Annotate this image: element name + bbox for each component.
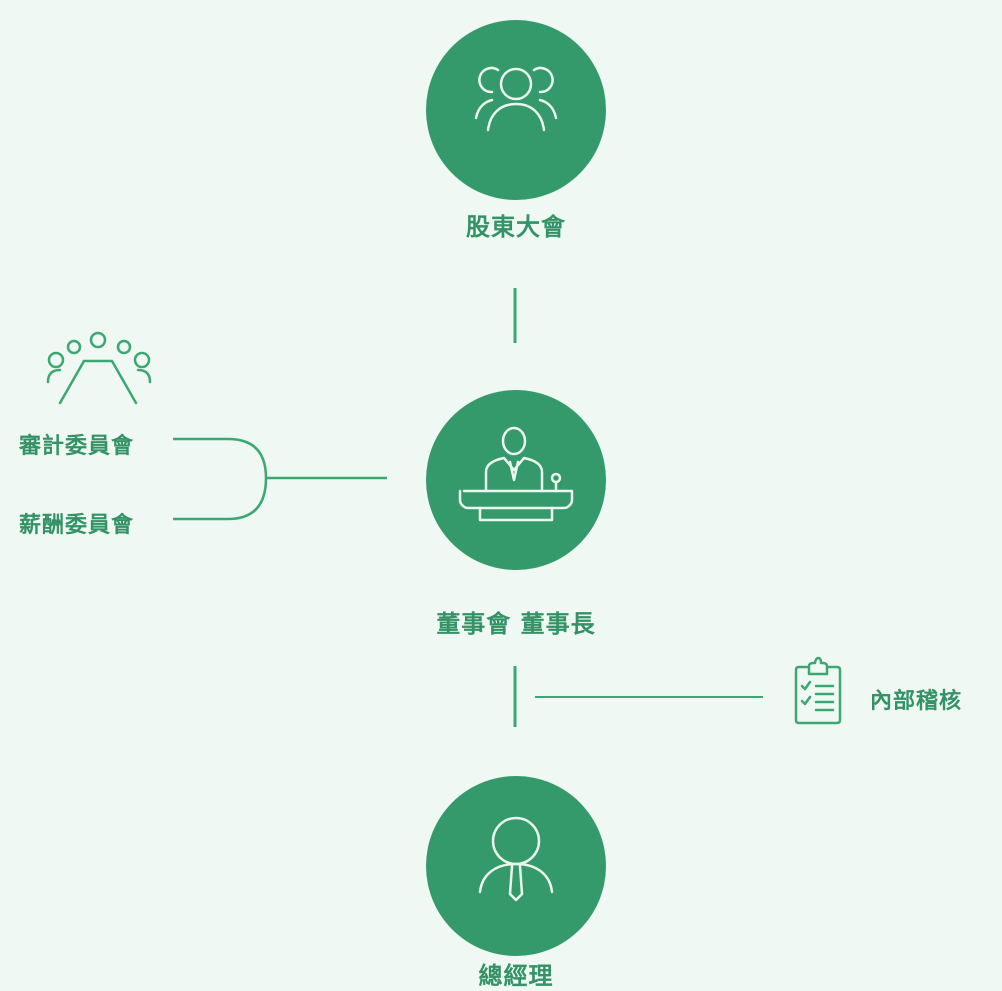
shareholders-node [426, 20, 606, 200]
checklist-clipboard-icon [794, 656, 842, 725]
general-manager-label: 總經理 [478, 962, 554, 990]
connector-committees [173, 437, 387, 521]
group-icon [474, 66, 558, 132]
person-tie-icon [478, 816, 554, 902]
audit-committee-label: 審計委員會 [19, 434, 135, 459]
board-label: 董事會 董事長 [436, 610, 596, 638]
board-node [426, 390, 606, 570]
speaker-podium-icon [458, 426, 574, 522]
internal-audit-label: 內部稽核 [870, 689, 963, 714]
shareholders-label: 股東大會 [466, 213, 566, 241]
general-manager-node [426, 776, 606, 956]
meeting-table-icon [46, 331, 152, 405]
remuneration-committee-label: 薪酬委員會 [19, 513, 135, 538]
